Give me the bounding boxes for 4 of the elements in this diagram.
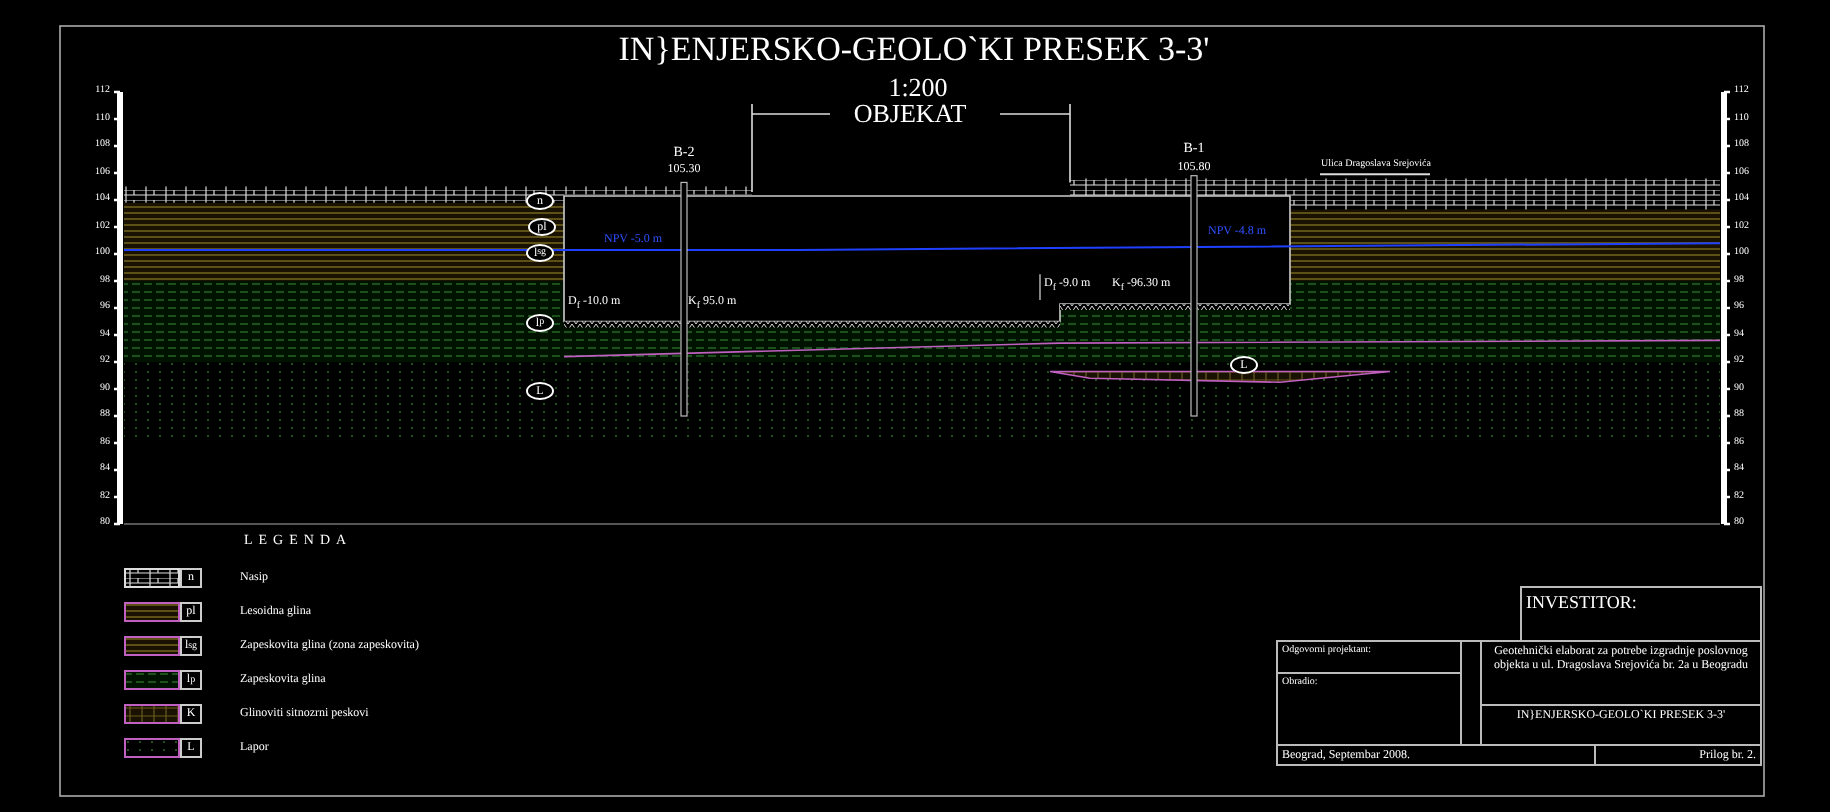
section-title-label: OBJEKAT — [853, 100, 967, 126]
investor-label: INVESTITOR: — [1520, 586, 1762, 642]
drawing-title: IN}ENJERSKO-GEOLO`KI PRESEK 3-3' — [618, 32, 1210, 66]
scale-label: 1:200 — [888, 74, 948, 100]
